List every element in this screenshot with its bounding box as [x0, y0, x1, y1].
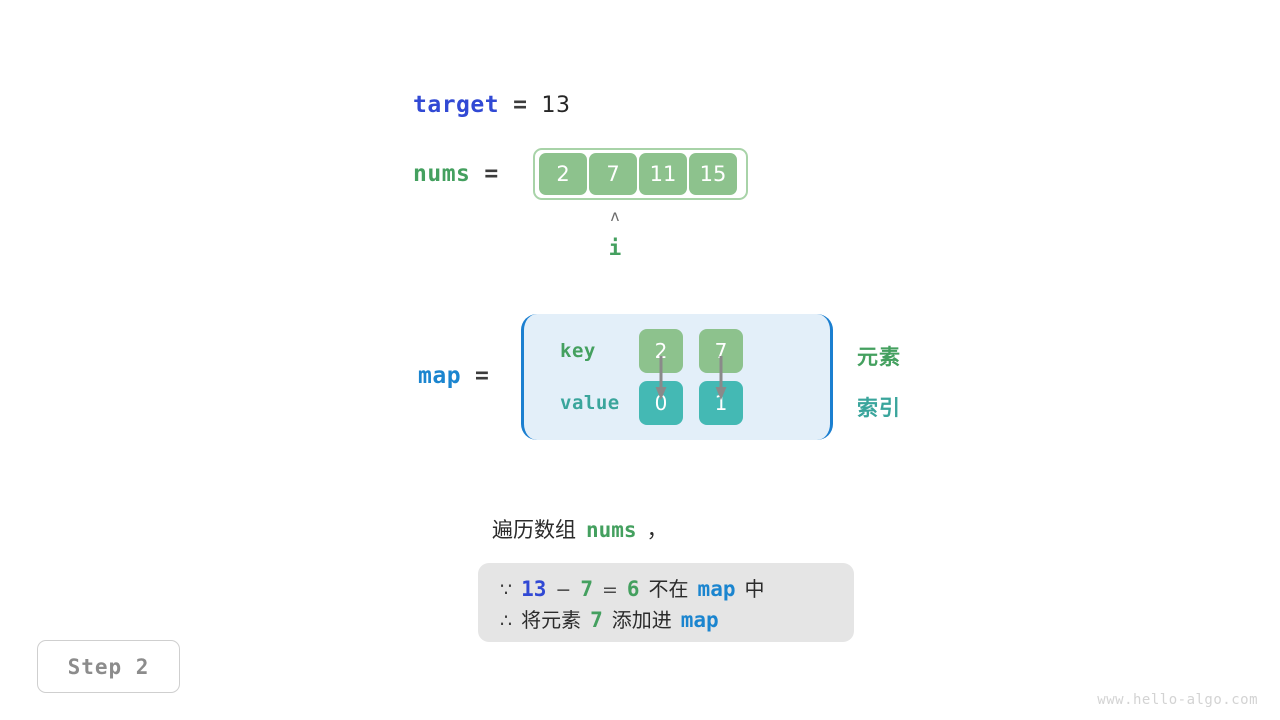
- watermark: www.hello-algo.com: [1097, 692, 1258, 708]
- map-equals-sign: =: [475, 363, 490, 389]
- target-declaration: target = 13: [413, 92, 570, 118]
- side-label-index: 索引: [857, 396, 901, 420]
- target-variable-name: target: [413, 92, 500, 118]
- array-cell: 7: [589, 153, 637, 195]
- action-value: 7: [590, 608, 603, 632]
- arrow-down-icon: [715, 356, 727, 400]
- action-text-mid: 添加进: [611, 608, 672, 632]
- map-value-cell: 1: [699, 381, 743, 425]
- reasoning-line-therefore: ∴ 将元素 7 添加进 map: [500, 604, 832, 635]
- operand-result: 6: [626, 577, 640, 601]
- map-row-label-key: key: [560, 340, 596, 362]
- caret-up-icon: ʌ: [610, 207, 620, 225]
- because-symbol: ∵: [500, 579, 513, 601]
- pointer-label-i: i: [608, 236, 622, 260]
- action-text-start: 将元素: [521, 608, 582, 632]
- nums-array: 2 7 11 15: [533, 148, 748, 200]
- map-value-cell: 0: [639, 381, 683, 425]
- arrow-down-icon: [655, 356, 667, 400]
- reason-text-in: 中: [744, 577, 765, 601]
- map-row-label-value: value: [560, 392, 620, 414]
- minus-symbol: −: [555, 579, 572, 601]
- reason-text-not-in: 不在: [648, 577, 689, 601]
- side-label-element: 元素: [857, 345, 901, 369]
- caption-traverse-array: 遍历数组 nums ，: [492, 514, 668, 544]
- caption-suffix: ，: [646, 518, 668, 542]
- map-declaration: map =: [418, 363, 489, 389]
- reasoning-line-because: ∵ 13 − 7 = 6 不在 map 中: [500, 573, 832, 604]
- caption-prefix: 遍历数组: [492, 518, 576, 542]
- array-cell: 11: [639, 153, 687, 195]
- target-equals-sign: =: [513, 92, 528, 118]
- target-value: 13: [541, 93, 571, 118]
- step-badge: Step 2: [37, 640, 180, 693]
- therefore-symbol: ∴: [500, 610, 513, 632]
- array-index-pointer: ʌ i: [598, 208, 632, 260]
- operand-target: 13: [521, 577, 547, 601]
- operand-current: 7: [580, 577, 593, 601]
- map-variable-name: map: [418, 363, 462, 389]
- nums-declaration: nums =: [413, 161, 499, 187]
- hash-map-container: key value 2 7 0 1: [521, 314, 833, 440]
- action-code-map: map: [680, 608, 719, 632]
- reason-code-map: map: [697, 577, 736, 601]
- array-cell: 15: [689, 153, 737, 195]
- array-cell: 2: [539, 153, 587, 195]
- nums-equals-sign: =: [484, 161, 499, 187]
- nums-variable-name: nums: [413, 161, 471, 187]
- caption-code-nums: nums: [586, 518, 637, 542]
- equals-symbol: =: [601, 579, 618, 601]
- reasoning-box: ∵ 13 − 7 = 6 不在 map 中 ∴ 将元素 7 添加进 map: [478, 563, 854, 642]
- hash-map-content: key value 2 7 0 1: [524, 314, 830, 440]
